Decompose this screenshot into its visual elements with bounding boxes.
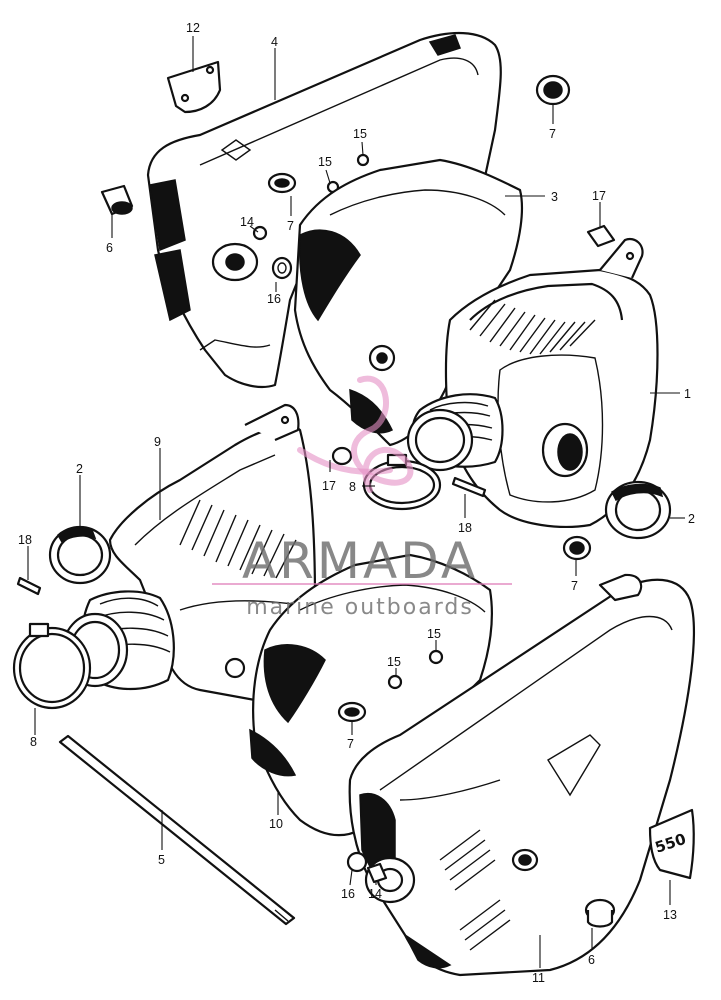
watermark-logo xyxy=(297,375,414,493)
callout-12: 12 xyxy=(186,21,200,35)
right-intake-tube-part xyxy=(362,393,504,511)
callout-16-bottom: 16 xyxy=(341,887,355,901)
callout-10: 10 xyxy=(269,817,283,831)
bolt-part-18-left xyxy=(16,576,42,596)
callout-15-lower-left: 15 xyxy=(387,655,401,669)
filter-pleats xyxy=(469,299,596,355)
callout-7-right: 7 xyxy=(571,579,578,593)
callout-labels: 12 4 7 15 15 3 17 6 14 7 16 1 9 2 17 8 1… xyxy=(18,21,695,985)
watermark: ARMADA marine outboards xyxy=(212,375,512,620)
knob-part-6-bottom xyxy=(584,898,616,928)
callout-3: 3 xyxy=(551,190,558,204)
grommet-part-7-top xyxy=(535,74,571,106)
right-grommet-part xyxy=(604,480,672,540)
bolt-part-17-top xyxy=(586,224,616,248)
callout-4: 4 xyxy=(271,35,278,49)
washer-part-16-top xyxy=(271,256,293,280)
callout-14-bottom: 14 xyxy=(368,887,382,901)
knob-part-6-top xyxy=(100,184,134,216)
callout-7-top: 7 xyxy=(549,127,556,141)
rod-part xyxy=(58,734,296,926)
callout-18-right: 18 xyxy=(458,521,472,535)
callout-11: 11 xyxy=(532,971,545,985)
hardware-part-14-16-bottom xyxy=(346,851,388,884)
callout-13: 13 xyxy=(663,908,677,922)
watermark-brand: ARMADA xyxy=(242,532,478,590)
callout-7-lower: 7 xyxy=(347,737,354,751)
callout-2-left: 2 xyxy=(76,462,83,476)
callout-7-upper-cover: 7 xyxy=(287,219,294,233)
callout-17-middle: 17 xyxy=(322,479,336,493)
callout-18-left: 18 xyxy=(18,533,32,547)
left-grommet-part xyxy=(48,525,112,585)
callout-8-left: 8 xyxy=(30,735,37,749)
callout-8-right: 8 xyxy=(349,480,356,494)
callout-15-lower-right: 15 xyxy=(427,627,441,641)
callout-17-top: 17 xyxy=(592,189,606,203)
callout-2-right: 2 xyxy=(688,512,695,526)
callout-16-top: 16 xyxy=(267,292,281,306)
callout-14-top: 14 xyxy=(240,215,254,229)
callout-15-top-left: 15 xyxy=(318,155,332,169)
watermark-tagline: marine outboards xyxy=(246,595,474,620)
screw-part-14-top xyxy=(252,225,268,241)
upper-air-cleaner-case-part xyxy=(293,158,524,447)
callout-15-top-right: 15 xyxy=(353,127,367,141)
left-filter-pleats xyxy=(179,499,297,579)
emblem-plate-part-13: 550 xyxy=(648,808,695,880)
grommet-part-7-right xyxy=(562,535,592,561)
right-air-cleaner-element-part xyxy=(444,237,659,528)
callout-1: 1 xyxy=(684,387,691,401)
cover-vents xyxy=(439,829,511,951)
callout-9: 9 xyxy=(154,435,161,449)
lower-air-cleaner-case-part xyxy=(249,553,494,837)
plate-part-12 xyxy=(166,60,222,114)
callout-5: 5 xyxy=(158,853,165,867)
callout-6-bottom: 6 xyxy=(588,953,595,967)
left-intake-tube-part xyxy=(12,590,175,710)
bolt-part-17-middle xyxy=(331,446,353,466)
leader-lines xyxy=(27,36,685,968)
lower-side-cover-part xyxy=(348,573,696,977)
callout-6-top: 6 xyxy=(106,241,113,255)
